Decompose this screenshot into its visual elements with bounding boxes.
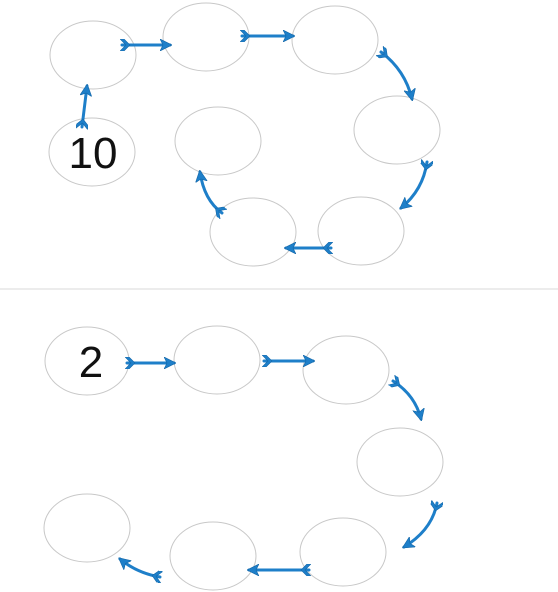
bottom-bubble-5[interactable] [169, 521, 257, 591]
bottom-arrow-3 [393, 381, 421, 419]
bottom-sequence: 2 [43, 325, 444, 591]
top-arrow-7 [200, 172, 222, 213]
bottom-start-number: 2 [79, 338, 103, 387]
top-sequence: 10 [48, 2, 441, 267]
top-bubble-3[interactable] [291, 5, 379, 75]
top-arrow-5 [401, 162, 427, 208]
top-bubble-7[interactable] [174, 106, 262, 176]
top-bubble-6[interactable] [209, 197, 297, 267]
bottom-bubble-1[interactable] [173, 325, 261, 395]
top-arrow-1 [82, 86, 87, 127]
bottom-bubble-3[interactable] [356, 427, 444, 497]
bottom-bubble-2[interactable] [302, 335, 390, 405]
top-arrow-4 [381, 52, 412, 99]
bottom-arrow-4 [404, 503, 437, 549]
top-bubble-4[interactable] [353, 95, 441, 165]
top-start-number: 10 [69, 129, 118, 178]
bottom-bubble-4[interactable] [299, 517, 387, 587]
bottom-bubble-6[interactable] [43, 493, 131, 563]
bottom-arrow-6 [120, 559, 160, 577]
top-bubble-5[interactable] [317, 196, 405, 266]
top-bubble-2[interactable] [162, 2, 250, 72]
top-bubble-1[interactable] [49, 20, 137, 90]
